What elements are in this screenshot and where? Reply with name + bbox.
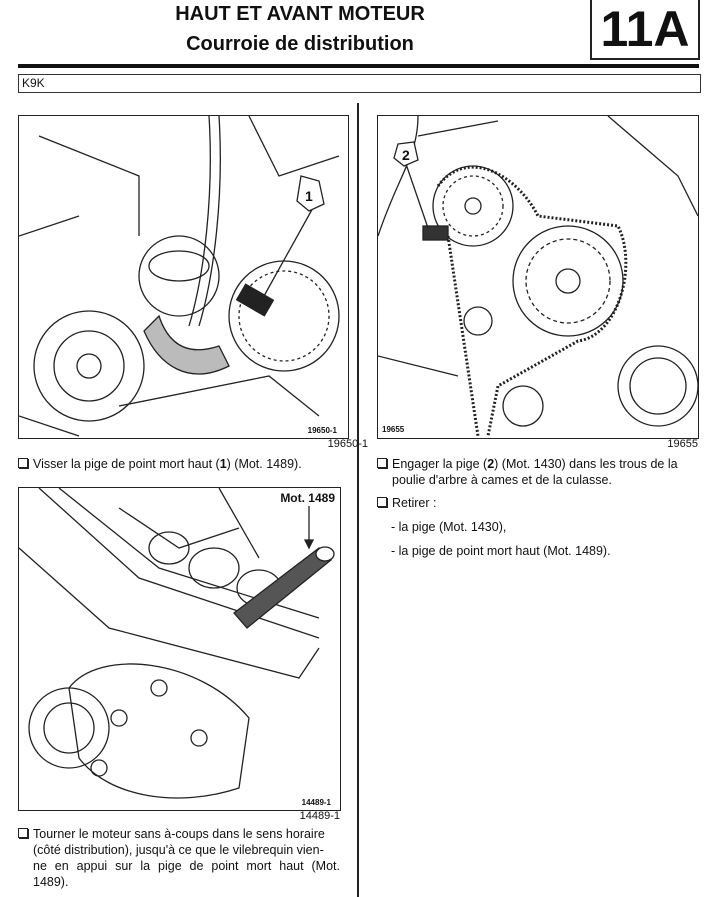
checkbox-bullet-icon: [377, 497, 387, 507]
figure-caption: 19650-1: [327, 438, 368, 450]
remove-item: - la pige de point mort haut (Mot. 1489)…: [391, 544, 611, 558]
figure-14489: Mot. 1489 14489-1: [18, 487, 341, 811]
column-divider: [357, 103, 359, 897]
step-engage-pin: Engager la pige (2) (Mot. 1430) dans les…: [377, 456, 707, 488]
engine-illustration-tdc-pin: 1 19650-1: [19, 116, 340, 437]
page-title: HAUT ET AVANT MOTEUR: [175, 3, 425, 25]
callout-2: 2: [402, 147, 410, 163]
engine-illustration-camshaft-pin: 2 19655: [378, 116, 698, 437]
figure-19655: 2 19655: [377, 115, 699, 439]
callout-1: 1: [305, 188, 313, 204]
checkbox-bullet-icon: [377, 458, 387, 468]
figure-inner-label: 14489-1: [302, 798, 332, 807]
step-remove: Retirer :: [377, 495, 436, 511]
figure-caption: 19655: [667, 438, 698, 450]
checkbox-bullet-icon: [18, 458, 28, 468]
engine-illustration-crankshaft: Mot. 1489 14489-1: [19, 488, 335, 807]
figure-inner-label: 19655: [382, 425, 405, 434]
figure-19650: 1 19650-1: [18, 115, 349, 439]
header-rule: [18, 64, 699, 68]
step-rotate-engine: Tourner le moteur sans à-coups dans le s…: [18, 826, 340, 890]
tool-label: Mot. 1489: [280, 491, 335, 505]
remove-item: - la pige (Mot. 1430),: [391, 520, 507, 534]
engine-code-bar: K9K: [18, 74, 701, 93]
figure-caption: 14489-1: [299, 810, 340, 822]
step-screw-tdc-pin: Visser la pige de point mort haut (1) (M…: [18, 456, 302, 472]
checkbox-bullet-icon: [18, 828, 28, 838]
figure-inner-label: 19650-1: [308, 426, 338, 435]
page-subtitle: Courroie de distribution: [186, 33, 414, 55]
section-badge: 11A: [590, 0, 700, 60]
